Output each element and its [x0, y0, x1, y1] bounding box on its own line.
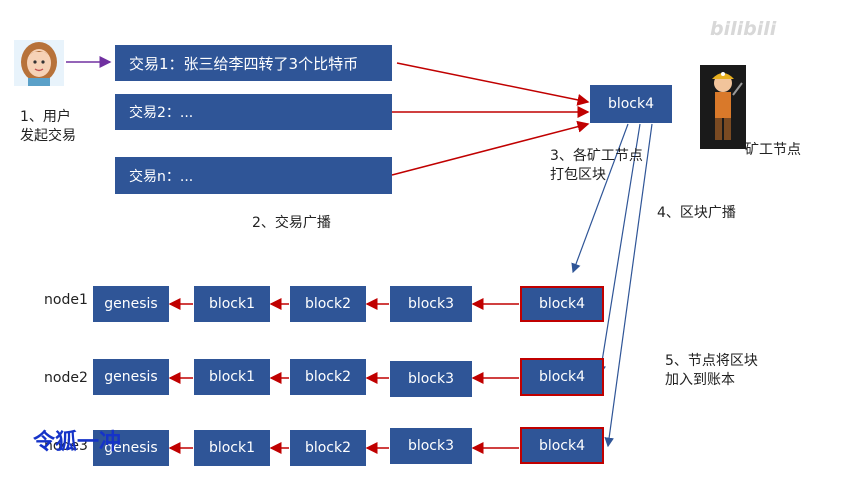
transaction-box-2: 交易2：... — [115, 94, 392, 130]
pack-label-line1: 3、各矿工节点 — [550, 148, 643, 164]
user-caption-line1: 1、用户 — [20, 109, 71, 125]
user-caption-line2: 发起交易 — [20, 128, 76, 144]
node3-block3: block3 — [390, 428, 472, 464]
node1-genesis: genesis — [93, 286, 169, 322]
user-caption: 1、用户 发起交易 — [20, 108, 76, 146]
node1-block1: block1 — [194, 286, 270, 322]
user-avatar-icon — [14, 40, 64, 86]
append-label: 5、节点将区块 加入到账本 — [665, 352, 758, 390]
node2-block2: block2 — [290, 359, 366, 395]
overlay-caption: 令狐一冲 — [33, 430, 122, 455]
broadcast-label: 2、交易广播 — [252, 215, 331, 231]
node3-genesis: genesis — [93, 430, 169, 466]
node2-genesis: genesis — [93, 359, 169, 395]
chain-arrows — [168, 298, 519, 454]
append-label-line1: 5、节点将区块 — [665, 353, 758, 369]
transaction-box-1: 交易1：张三给李四转了3个比特币 — [115, 45, 392, 81]
tx1-to-block-arrow — [396, 62, 590, 106]
miner-label: 矿工节点 — [745, 142, 801, 158]
broadcast-arrow-node2 — [596, 123, 641, 376]
miner-icon — [700, 65, 746, 149]
append-label-line2: 加入到账本 — [665, 372, 735, 388]
block-broadcast-label: 4、区块广播 — [657, 205, 736, 221]
node3-block4: block4 — [520, 427, 604, 464]
node1-block2: block2 — [290, 286, 366, 322]
node2-block3: block3 — [390, 361, 472, 397]
broadcast-arrow-node1 — [571, 123, 629, 274]
node2-block4: block4 — [520, 358, 604, 396]
bilibili-watermark: bilibili — [710, 18, 777, 40]
node-name-3: node3 — [44, 438, 88, 454]
miner-block: block4 — [590, 85, 672, 123]
pack-label-line2: 打包区块 — [550, 167, 606, 183]
txn-to-block-arrow — [391, 120, 590, 176]
transaction-box-n: 交易n：... — [115, 157, 392, 194]
node1-block3: block3 — [390, 286, 472, 322]
node3-block1: block1 — [194, 430, 270, 466]
broadcast-arrow-node3 — [604, 123, 653, 448]
node2-block1: block1 — [194, 359, 270, 395]
pack-label: 3、各矿工节点 打包区块 — [550, 147, 643, 185]
node-name-2: node2 — [44, 370, 88, 386]
node-name-1: node1 — [44, 292, 88, 308]
node1-block4: block4 — [520, 286, 604, 322]
node3-block2: block2 — [290, 430, 366, 466]
